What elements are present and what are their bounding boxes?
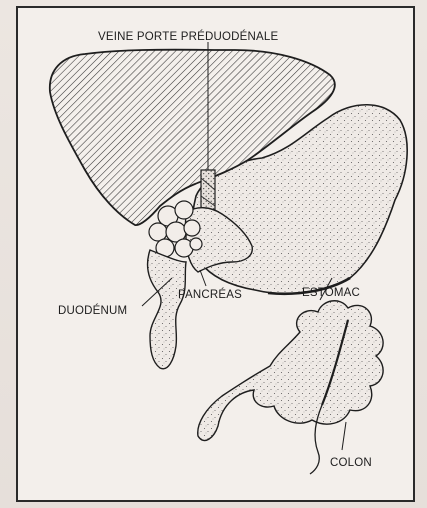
colon-leader — [342, 422, 346, 450]
duodenum-tube — [148, 250, 186, 369]
colon-label: COLON — [330, 457, 372, 469]
pancreas-leader — [200, 270, 206, 286]
colon-shape — [198, 301, 383, 441]
portal-vein-label: VEINE PORTE PRÉDUODÉNALE — [98, 30, 278, 43]
stomach-label: ESTOMAC — [302, 287, 360, 299]
pancreas-label: PANCRÉAS — [178, 288, 242, 301]
duodenum-label: DUODÉNUM — [58, 304, 127, 317]
